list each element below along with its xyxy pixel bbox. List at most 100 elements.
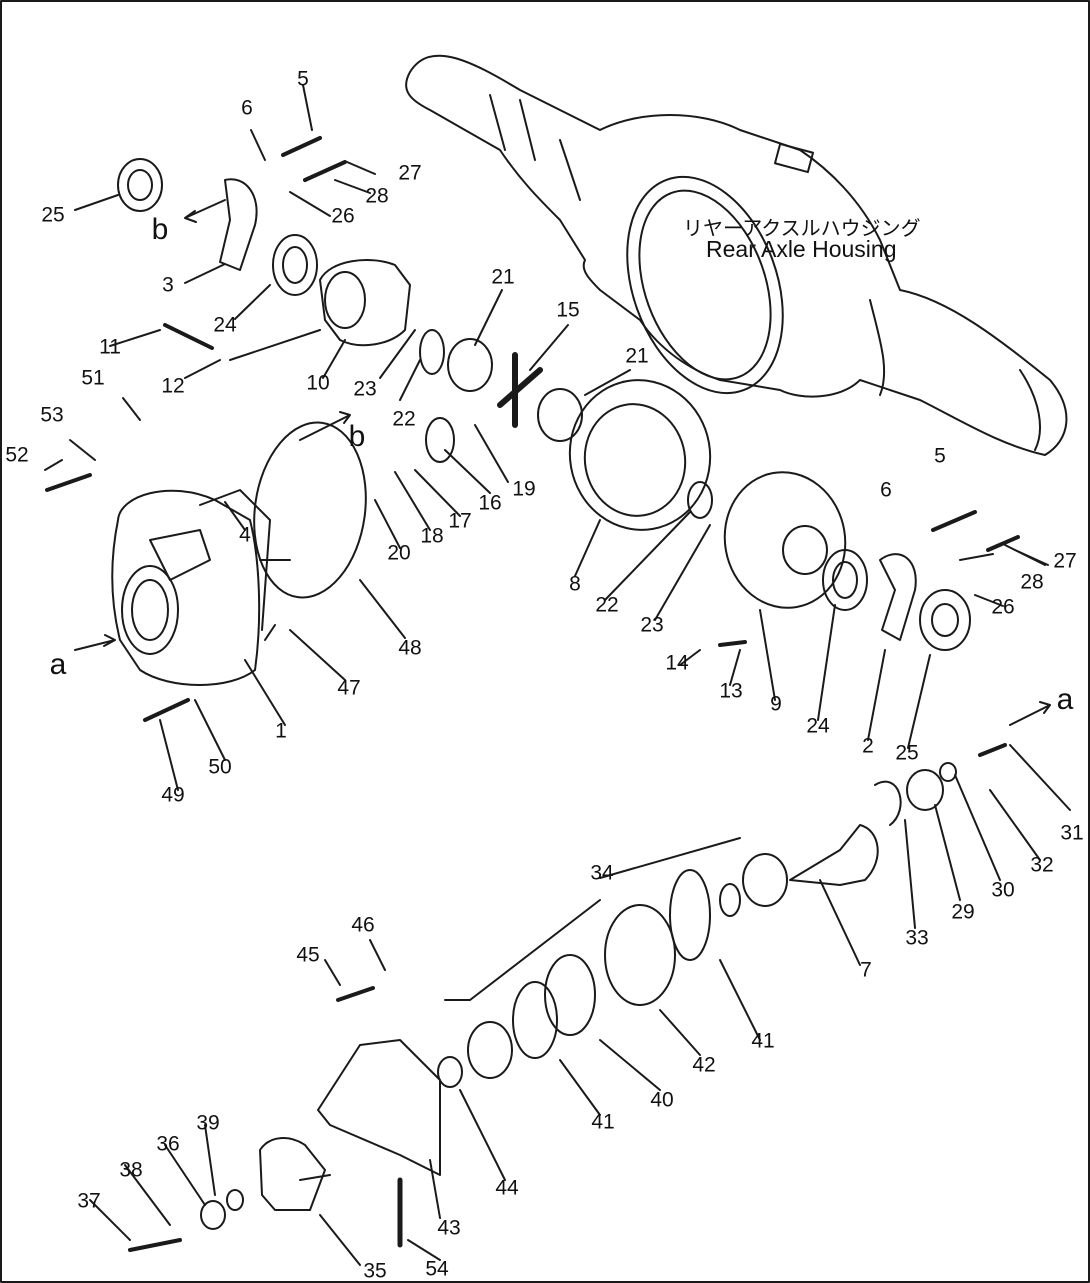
part-label-30: 30 xyxy=(991,878,1015,902)
part-label-21-left: 21 xyxy=(491,265,515,289)
o-ring-41-upper xyxy=(669,869,711,961)
part-label-47: 47 xyxy=(337,676,361,700)
view-marker-a-right: a xyxy=(1056,683,1074,716)
washer-16 xyxy=(425,417,455,463)
cage-42 xyxy=(604,904,676,1006)
differential-carrier-drawing xyxy=(111,489,291,686)
bearing-cup-25-left xyxy=(117,158,163,212)
washer-22 xyxy=(419,329,445,375)
seal-40 xyxy=(544,954,596,1036)
bearing-24-left xyxy=(272,234,318,296)
part-label-28-left: 28 xyxy=(365,184,389,208)
part-label-28-right: 28 xyxy=(1020,570,1044,594)
part-label-16: 16 xyxy=(478,491,502,515)
part-label-31: 31 xyxy=(1060,821,1084,845)
part-label-36: 36 xyxy=(156,1132,180,1156)
arrow-b-mid xyxy=(299,411,351,441)
part-label-27-right: 27 xyxy=(1053,549,1077,573)
washer-36 xyxy=(200,1200,226,1230)
part-label-46: 46 xyxy=(351,913,375,937)
part-label-39: 39 xyxy=(196,1111,220,1135)
part-label-22-right: 22 xyxy=(595,593,619,617)
pinion-7 xyxy=(789,824,879,886)
part-label-49: 49 xyxy=(161,783,185,807)
part-label-6-top: 6 xyxy=(241,96,253,120)
arrow-a-right xyxy=(1009,701,1051,726)
part-label-20: 20 xyxy=(387,541,411,565)
side-gear-21-left xyxy=(447,338,493,392)
part-label-23-left: 23 xyxy=(353,377,377,401)
part-label-45: 45 xyxy=(296,943,320,967)
part-label-34: 34 xyxy=(590,861,614,885)
arrow-b-top xyxy=(184,199,226,223)
ring-gear-8 xyxy=(568,379,712,531)
part-label-51: 51 xyxy=(81,366,105,390)
bearing-34-outer xyxy=(467,1021,513,1079)
part-label-5-right: 5 xyxy=(934,444,946,468)
part-label-38: 38 xyxy=(119,1158,143,1182)
part-label-41-upper: 41 xyxy=(751,1029,775,1053)
part-label-1: 1 xyxy=(275,719,287,743)
washer-22-right xyxy=(687,481,713,519)
bearing-cap-2 xyxy=(879,553,917,641)
o-ring-41-lower xyxy=(512,981,558,1059)
part-label-53: 53 xyxy=(40,403,64,427)
view-marker-b-mid: b xyxy=(348,420,366,453)
part-label-14: 14 xyxy=(665,651,689,675)
part-label-2: 2 xyxy=(862,734,874,758)
housing-title-ja: リヤーアクスルハウジング xyxy=(683,216,921,240)
part-label-17: 17 xyxy=(448,509,472,533)
part-label-22-left: 22 xyxy=(392,407,416,431)
part-label-25-left: 25 xyxy=(41,203,65,227)
o-ring-48 xyxy=(253,421,367,599)
part-label-52: 52 xyxy=(5,443,29,467)
part-label-7: 7 xyxy=(860,958,872,982)
part-label-50: 50 xyxy=(208,755,232,779)
part-label-40: 40 xyxy=(650,1088,674,1112)
bearing-29 xyxy=(906,769,944,811)
view-marker-a-left: a xyxy=(49,648,67,681)
part-label-19: 19 xyxy=(512,477,536,501)
part-label-9: 9 xyxy=(770,692,782,716)
spacer xyxy=(719,883,741,917)
view-marker-b-top: b xyxy=(151,213,169,246)
bearing-34-inner xyxy=(742,853,788,907)
housing-title-en: Rear Axle Housing xyxy=(706,236,897,262)
part-label-32: 32 xyxy=(1030,853,1054,877)
part-label-29: 29 xyxy=(951,900,975,924)
part-label-37: 37 xyxy=(77,1189,101,1213)
differential-case-9 xyxy=(723,471,847,609)
bolts xyxy=(45,136,1020,1252)
seal-44 xyxy=(437,1056,463,1088)
part-label-26-left: 26 xyxy=(331,204,355,228)
part-label-41-lower: 41 xyxy=(591,1110,615,1134)
part-label-6-right: 6 xyxy=(880,478,892,502)
part-label-23-right: 23 xyxy=(640,613,664,637)
part-label-18: 18 xyxy=(420,524,444,548)
nut-30 xyxy=(939,762,957,782)
part-label-10: 10 xyxy=(306,371,330,395)
part-label-26-right: 26 xyxy=(991,595,1015,619)
bearing-cap-3 xyxy=(219,178,258,271)
differential-case-10 xyxy=(319,259,411,347)
arrow-a-left xyxy=(74,634,116,651)
part-label-27-left: 27 xyxy=(398,161,422,185)
bearing-24-right xyxy=(822,549,868,611)
part-label-21-right: 21 xyxy=(625,344,649,368)
part-label-5-top: 5 xyxy=(297,67,309,91)
snap-ring-33 xyxy=(874,780,902,826)
part-label-48: 48 xyxy=(398,636,422,660)
part-label-43: 43 xyxy=(437,1216,461,1240)
part-label-8: 8 xyxy=(569,572,581,596)
part-label-12: 12 xyxy=(161,374,185,398)
part-label-42: 42 xyxy=(692,1053,716,1077)
part-label-54: 54 xyxy=(425,1257,449,1281)
part-label-3: 3 xyxy=(162,273,174,297)
part-label-33: 33 xyxy=(905,926,929,950)
part-label-11: 11 xyxy=(99,335,121,359)
part-label-4: 4 xyxy=(239,523,251,547)
part-label-35: 35 xyxy=(363,1259,387,1283)
